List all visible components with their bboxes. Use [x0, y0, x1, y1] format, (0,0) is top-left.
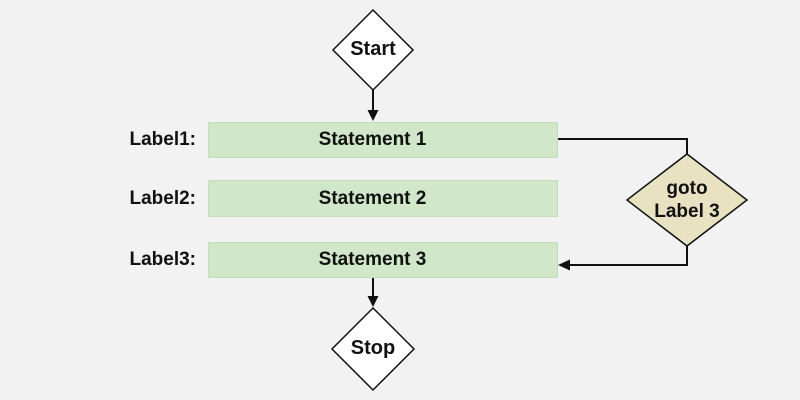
statement2-text: Statement 2: [318, 187, 427, 209]
stop-diamond-shape: [330, 306, 416, 392]
statement2-line-label: Label2:: [129, 187, 196, 209]
statement1-line-label: Label1:: [129, 129, 196, 150]
statement1-text: Statement 1: [318, 129, 427, 150]
connector-goto-to-statement3: [570, 246, 688, 266]
start-node-label: Start: [350, 38, 396, 60]
statement3-line-label: Label3:: [129, 249, 196, 270]
goto-label-line2: Label 3: [654, 201, 720, 222]
arrowhead-into-statement3: [558, 259, 570, 271]
goto-node-label: goto Label 3: [627, 177, 747, 223]
statement3-box: Statement 3: [208, 242, 558, 278]
start-diamond-shape: [331, 8, 415, 92]
goto-diamond-shape: [625, 153, 749, 247]
statement2-box: Statement 2: [208, 180, 558, 217]
statement1-box: Statement 1: [208, 122, 558, 158]
statement3-text: Statement 3: [318, 249, 427, 270]
arrowhead-into-statement1: [367, 110, 379, 121]
goto-label-line1: goto: [666, 178, 708, 199]
arrowhead-into-stop: [367, 296, 379, 307]
stop-node-label: Stop: [350, 337, 396, 359]
connector-statement1-to-goto: [558, 138, 688, 154]
